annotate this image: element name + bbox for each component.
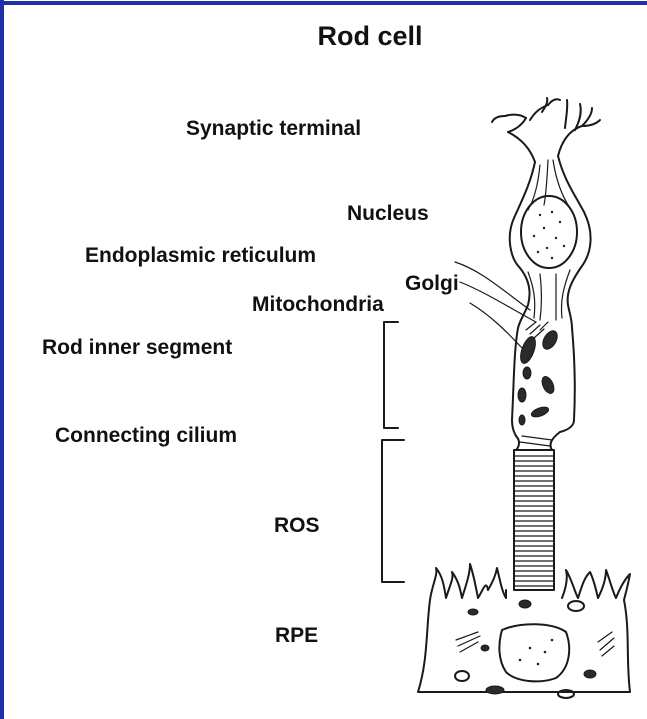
label-endoplasmic-reticulum: Endoplasmic reticulum [85, 244, 316, 267]
inner-segment [512, 322, 575, 436]
label-synaptic-terminal: Synaptic terminal [186, 117, 361, 140]
label-rod-inner-segment: Rod inner segment [42, 336, 232, 359]
inner-segment-bracket [384, 322, 398, 428]
connecting-cilium [516, 432, 560, 450]
label-connecting-cilium: Connecting cilium [55, 424, 237, 447]
label-mitochondria: Mitochondria [252, 293, 384, 316]
rpe-cell [418, 564, 630, 698]
outer-segment [514, 450, 554, 590]
rod-discs [514, 456, 554, 586]
title: Rod cell [317, 21, 422, 51]
label-rpe: RPE [275, 624, 318, 647]
outer-segment-bracket [382, 440, 404, 582]
nucleus [521, 196, 577, 268]
label-ros: ROS [274, 514, 320, 537]
label-nucleus: Nucleus [347, 202, 429, 225]
synaptic-terminal [492, 98, 600, 162]
label-golgi: Golgi [405, 272, 459, 295]
